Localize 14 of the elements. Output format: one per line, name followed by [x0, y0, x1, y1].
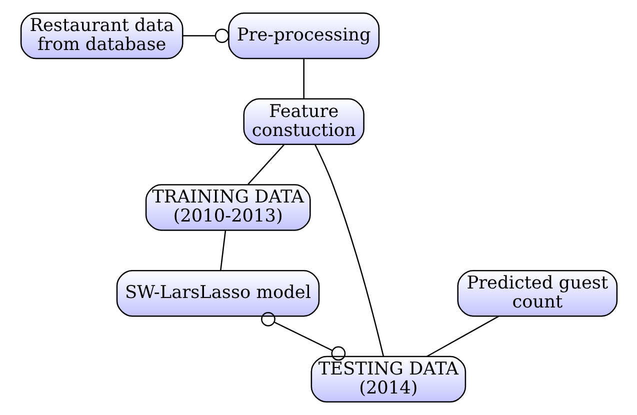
connector [314, 144, 384, 356]
connector [247, 144, 284, 185]
node-box: Predicted guest count [456, 270, 618, 317]
connector [220, 230, 226, 270]
node-box: Pre-processing [228, 12, 380, 60]
node-box: TESTING DATA (2014) [310, 356, 466, 403]
node-box: SW-LarsLasso model [116, 270, 320, 317]
connector [182, 28, 229, 43]
connector [302, 58, 304, 98]
connector [426, 316, 498, 357]
node-box: TRAINING DATA (2010-2013) [144, 184, 310, 231]
node-box: Feature constuction [242, 98, 364, 145]
connector [260, 312, 346, 361]
node-box: Restaurant data from database [20, 12, 183, 60]
